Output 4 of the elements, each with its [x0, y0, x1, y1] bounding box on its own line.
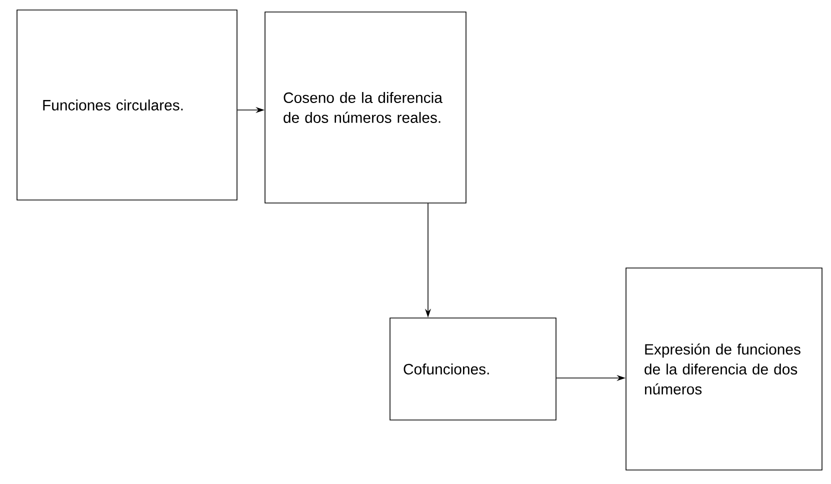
process-box: Expresión de funciones de la diferencia de dos números — [626, 268, 822, 470]
process-box: Cofunciones. — [390, 318, 556, 420]
process-box: Funciones circulares. — [16, 10, 238, 200]
process-box: Coseno de la diferencia de dos números reales. — [264, 12, 466, 204]
